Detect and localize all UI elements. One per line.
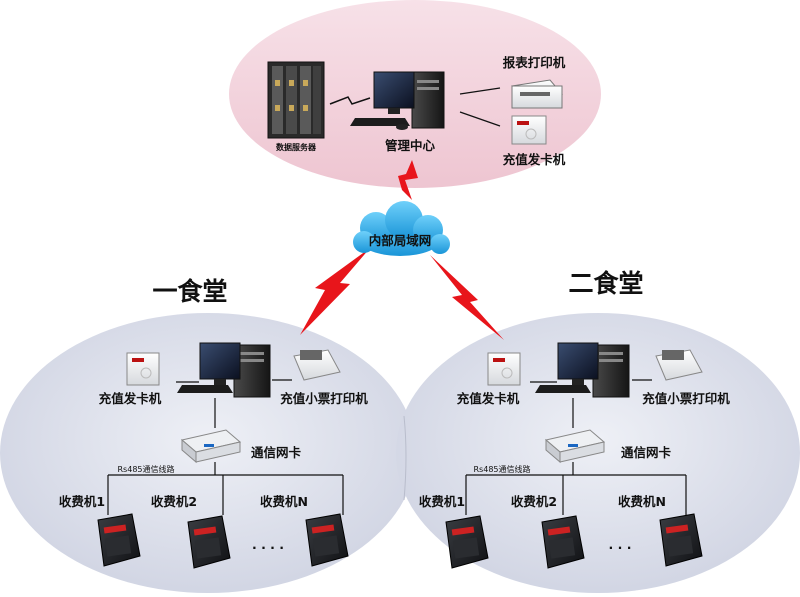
canteen2-terminal2-icon: [541, 515, 585, 569]
canteen1-terminal2-icon: [187, 515, 231, 569]
canteen2-terminal2-label: 收费机2: [511, 494, 557, 509]
management-pc-label: 管理中心: [385, 138, 436, 153]
canteen2-group: 充值发卡机 充值小票打印机 通信网卡 Rs485通信线路: [419, 342, 730, 569]
report-printer-label: 报表打印机: [503, 55, 566, 70]
canteen2-terminal1-icon: [445, 515, 489, 569]
server-icon: [267, 61, 325, 139]
canteen1-terminalN-icon: [305, 513, 349, 567]
management-pc-icon: [350, 71, 445, 130]
canteen2-network-card-icon: [544, 429, 606, 464]
canteen2-terminalN-label: 收费机N: [618, 494, 666, 509]
canteen2-receipt-printer-label: 充值小票打印机: [642, 391, 730, 406]
server-label: 数据服务器: [276, 142, 317, 152]
center-card-machine-icon: [511, 115, 547, 145]
canteen1-terminal1-label: 收费机1: [59, 494, 105, 509]
canteen1-terminalN-label: 收费机N: [260, 494, 308, 509]
canteen2-ellipsis: · · ·: [609, 540, 632, 555]
canteen1-network-card-icon: [180, 429, 242, 464]
center-card-machine-label: 充值发卡机: [503, 152, 566, 167]
zone-overlap-line: [403, 415, 407, 501]
canteen1-group: 充值发卡机 充值小票打印机 通信网卡 Rs485: [59, 342, 368, 569]
canteen2-title: 二食堂: [568, 269, 643, 298]
report-printer-icon: [511, 79, 563, 109]
canteen2-receipt-printer-icon: [655, 349, 703, 381]
canteen1-receipt-printer-label: 充值小票打印机: [280, 391, 368, 406]
canteen2-network-card-label: 通信网卡: [621, 445, 672, 460]
canteen1-card-machine-icon: [126, 352, 160, 386]
canteen1-receipt-printer-icon: [293, 349, 341, 381]
canteen1-title: 一食堂: [152, 277, 227, 306]
canteen1-terminal1-icon: [97, 513, 141, 567]
canteen1-card-machine-label: 充值发卡机: [99, 391, 162, 406]
lan-cloud-icon: [353, 201, 450, 256]
server-pc-link: [329, 96, 371, 105]
canteen1-bus-label: Rs485通信线路: [118, 464, 175, 474]
canteen2-terminalN-icon: [659, 513, 703, 567]
canteen2-terminal1-label: 收费机1: [419, 494, 465, 509]
canteen1-network-card-label: 通信网卡: [251, 445, 302, 460]
lightning-canteen2-link: [430, 255, 504, 340]
canteen2-card-machine-label: 充值发卡机: [457, 391, 520, 406]
canteen2-card-machine-icon: [487, 352, 521, 386]
pc-printer-link: [459, 87, 501, 95]
lightning-center-link: [398, 160, 418, 200]
canteen1-ellipsis: · · · ·: [252, 540, 284, 555]
lan-label: 内部局域网: [369, 233, 432, 248]
lightning-canteen1-link: [300, 248, 370, 335]
canteen2-pc-icon: [535, 342, 630, 398]
canteen2-bus-label: Rs485通信线路: [474, 464, 531, 474]
canteen1-pc-icon: [177, 342, 271, 398]
canteen1-terminal2-label: 收费机2: [151, 494, 197, 509]
pc-card-link: [459, 111, 501, 127]
